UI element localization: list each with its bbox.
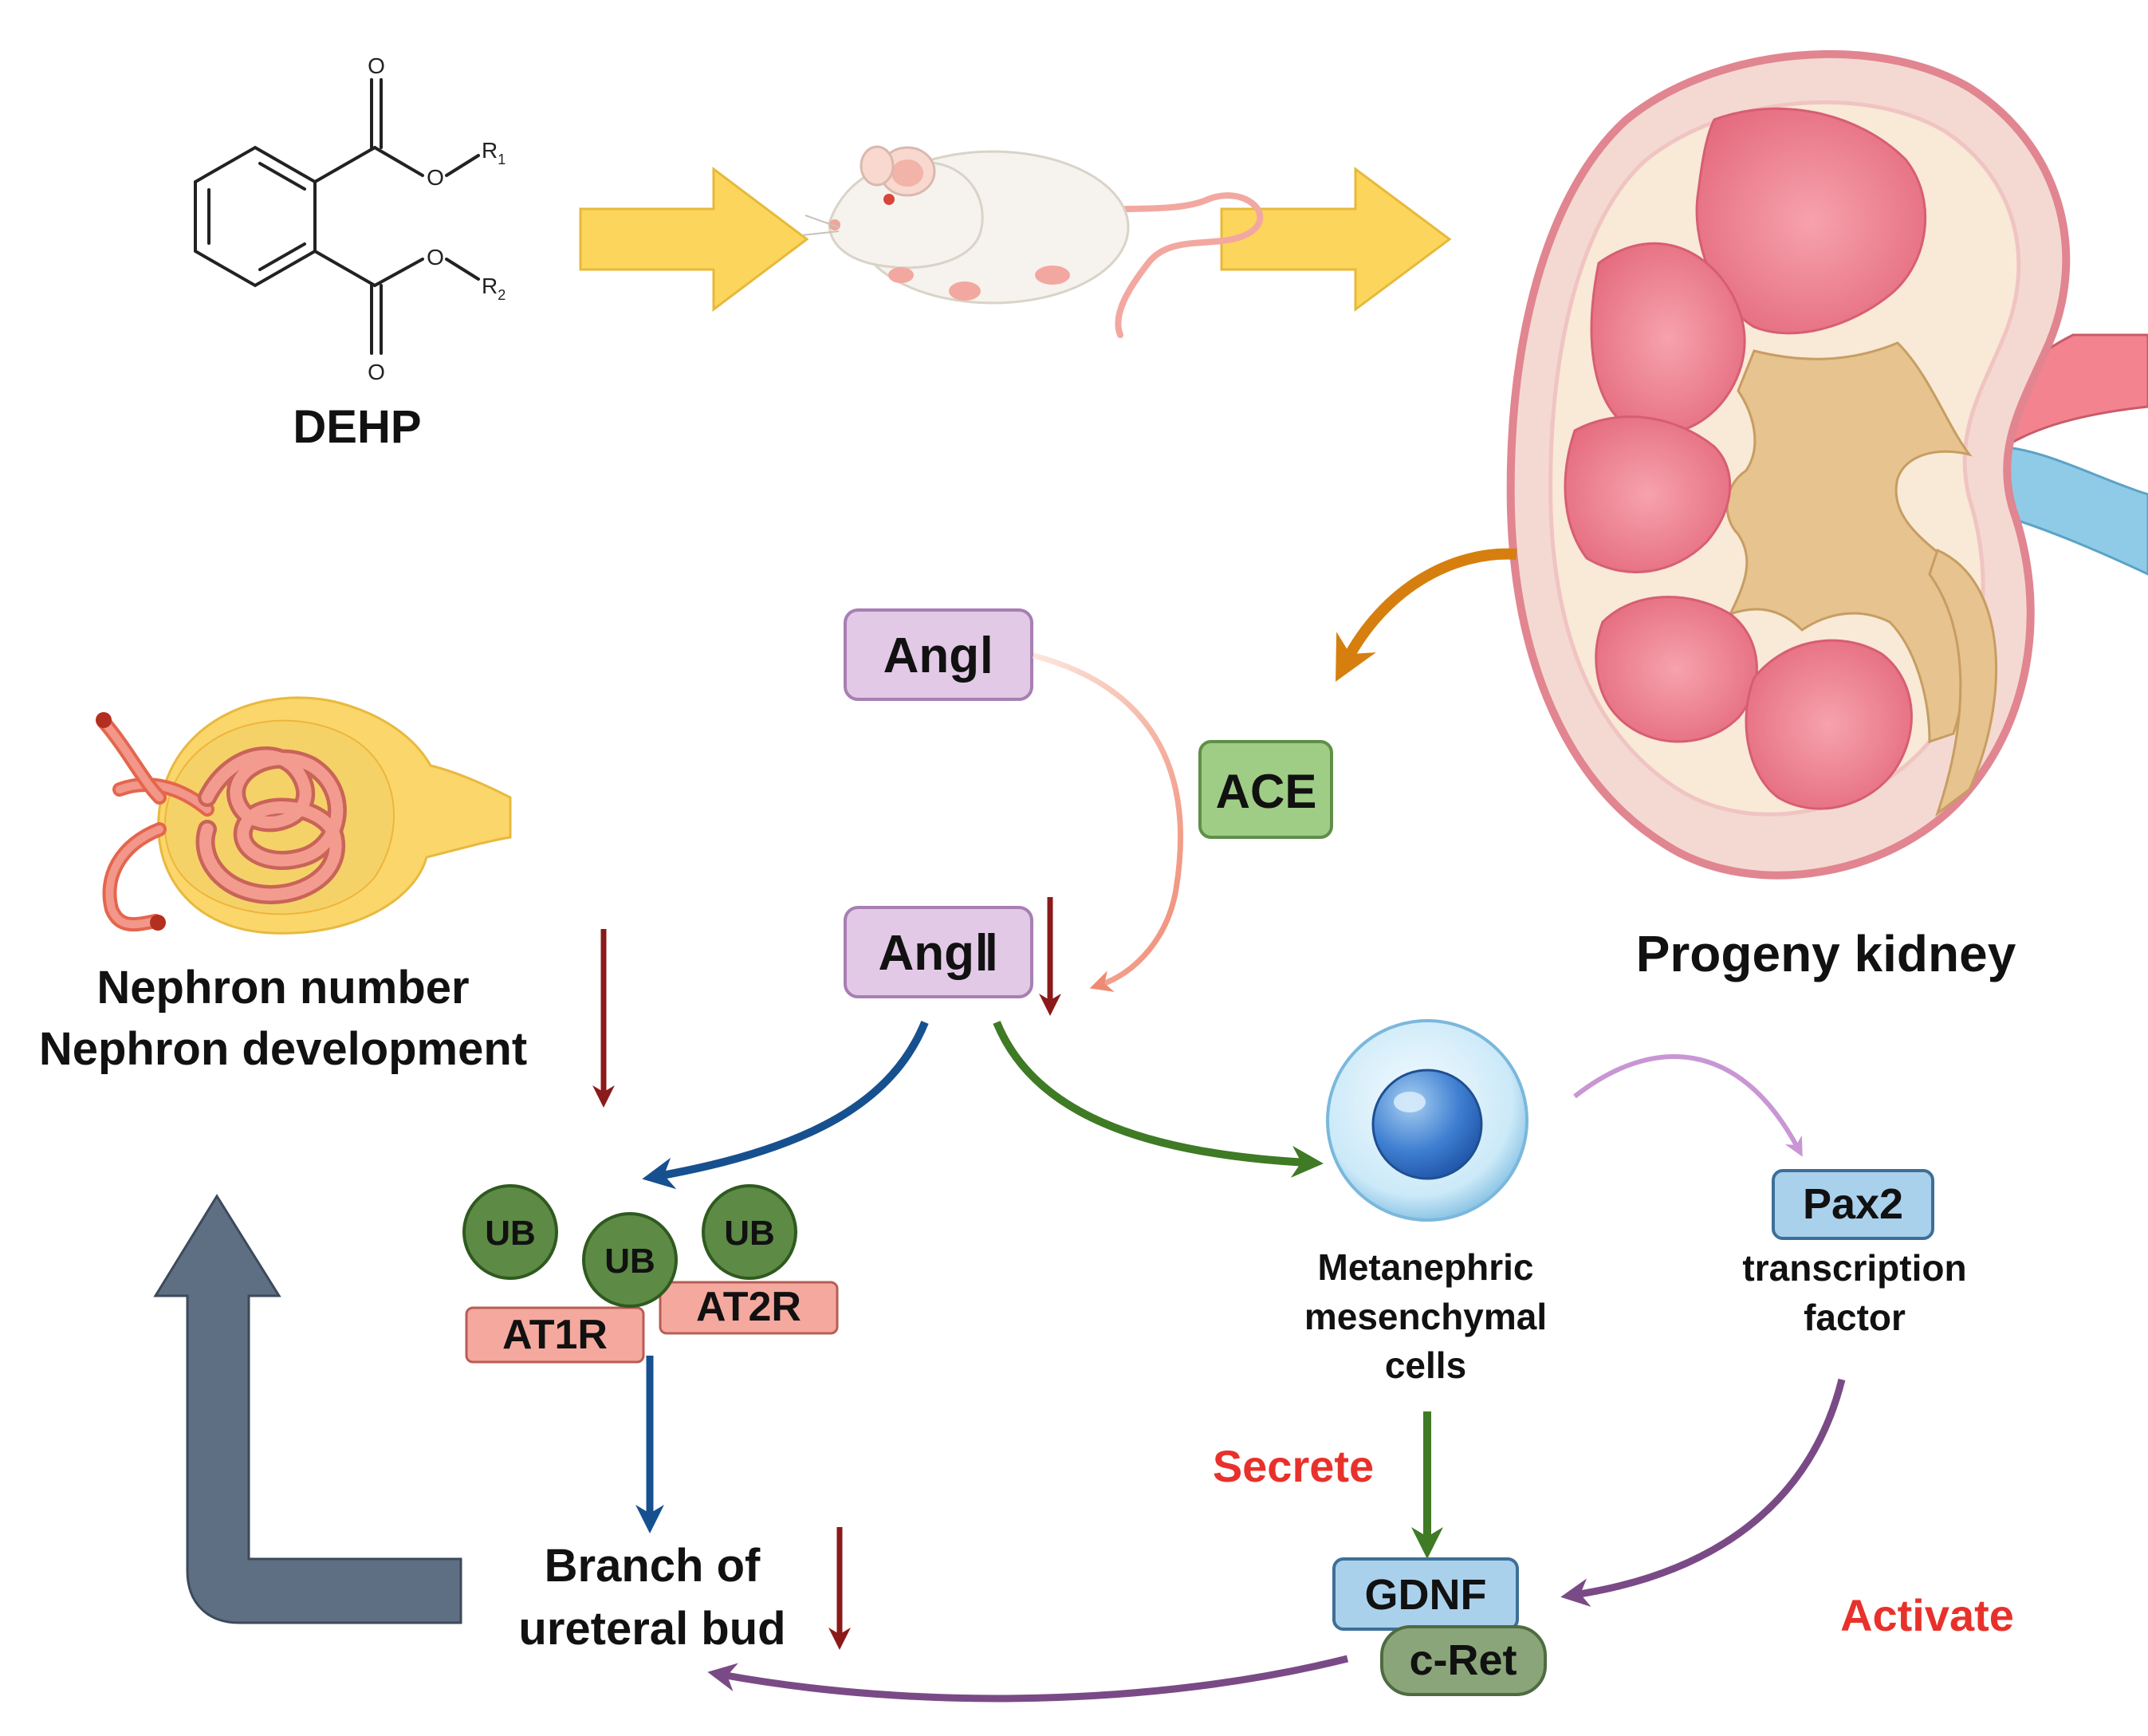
kidney-icon: [1506, 49, 2148, 880]
ang1-to-ang2-arrow: [1033, 652, 1184, 992]
purple-arrow-cret-to-branch: [707, 1655, 1349, 1703]
svg-text:ACE: ACE: [1216, 765, 1317, 818]
svg-text:UB: UB: [485, 1214, 536, 1253]
at1r-box: AT1R: [465, 1306, 645, 1364]
svg-text:Pax2: Pax2: [1803, 1180, 1903, 1228]
lilac-arrow-cell-to-pax2: [1573, 1054, 1803, 1157]
kidney-label: Progeny kidney: [1636, 925, 2016, 982]
orange-arrow: [1336, 548, 1517, 682]
svg-text:UB: UB: [724, 1214, 775, 1253]
kidney-pyramid-1: [1695, 107, 1927, 335]
metanephric-label-line1: Metanephric: [1318, 1246, 1534, 1288]
yellow-arrow-icon-2: [1220, 167, 1452, 312]
pax2-box: Pax2: [1772, 1169, 1934, 1240]
svg-text:UB: UB: [604, 1242, 655, 1281]
dehp-label: DEHP: [293, 401, 421, 453]
ace-box: ACE: [1198, 740, 1333, 839]
svg-text:AT1R: AT1R: [502, 1312, 608, 1358]
oxygen-label-ester1: O: [427, 165, 444, 190]
secrete-label: Secrete: [1213, 1441, 1374, 1491]
kidney-pyramid-4: [1595, 596, 1758, 743]
yellow-arrow-icon-1: [579, 166, 809, 313]
metanephric-cell-icon: [1326, 1019, 1528, 1222]
ang2-box: AngⅡ: [844, 906, 1033, 998]
kidney-pyramid-3: [1564, 415, 1732, 573]
oxygen-label-bottom: O: [368, 360, 385, 384]
oxygen-label-top: O: [368, 53, 385, 78]
svg-text:GDNF: GDNF: [1365, 1571, 1487, 1619]
nephron-number-label: Nephron number: [96, 962, 469, 1014]
svg-text:AT2R: AT2R: [696, 1284, 801, 1330]
svg-text:c-Ret: c-Ret: [1409, 1636, 1517, 1684]
branch-label-line2: ureteral bud: [518, 1603, 785, 1655]
oxygen-label-ester2: O: [427, 245, 444, 270]
metanephric-label-line2: mesenchymal: [1304, 1296, 1547, 1337]
at2r-box: AT2R: [659, 1281, 839, 1335]
dehp-atom-labels: O O O O R1 R2: [368, 53, 506, 384]
mouse-icon: [801, 145, 1264, 338]
purple-arrow-pax2-to-gdnf: [1560, 1378, 1846, 1608]
r2-label: R2: [482, 274, 506, 303]
svg-text:AngⅡ: AngⅡ: [878, 926, 998, 981]
slate-feedback-arrow-icon: [153, 1194, 462, 1624]
kidney-pyramid-5: [1745, 639, 1913, 810]
ub-circle-3: UB: [702, 1184, 797, 1280]
ub-circle-2: UB: [582, 1212, 678, 1308]
dehp-structure: [194, 78, 480, 355]
gdnf-box: GDNF: [1332, 1557, 1519, 1631]
activate-label: Activate: [1840, 1590, 2014, 1640]
r1-label: R1: [482, 138, 506, 167]
branch-label-line1: Branch of: [545, 1540, 761, 1592]
pax2-label-line2: factor: [1804, 1297, 1906, 1338]
nephron-development-label: Nephron development: [39, 1023, 527, 1075]
ang1-box: AngⅠ: [844, 608, 1033, 701]
svg-text:AngⅠ: AngⅠ: [883, 628, 994, 683]
kidney-pyramid-2: [1590, 242, 1746, 435]
blue-arrow-ang2-to-receptors: [642, 1021, 929, 1190]
green-arrow-ang2-to-cells: [993, 1021, 1324, 1178]
cret-box: c-Ret: [1380, 1625, 1547, 1696]
metanephric-label-line3: cells: [1385, 1344, 1466, 1386]
pax2-label-line1: transcription: [1742, 1247, 1966, 1289]
nephron-icon: [96, 696, 512, 935]
ub-circle-1: UB: [462, 1184, 558, 1280]
